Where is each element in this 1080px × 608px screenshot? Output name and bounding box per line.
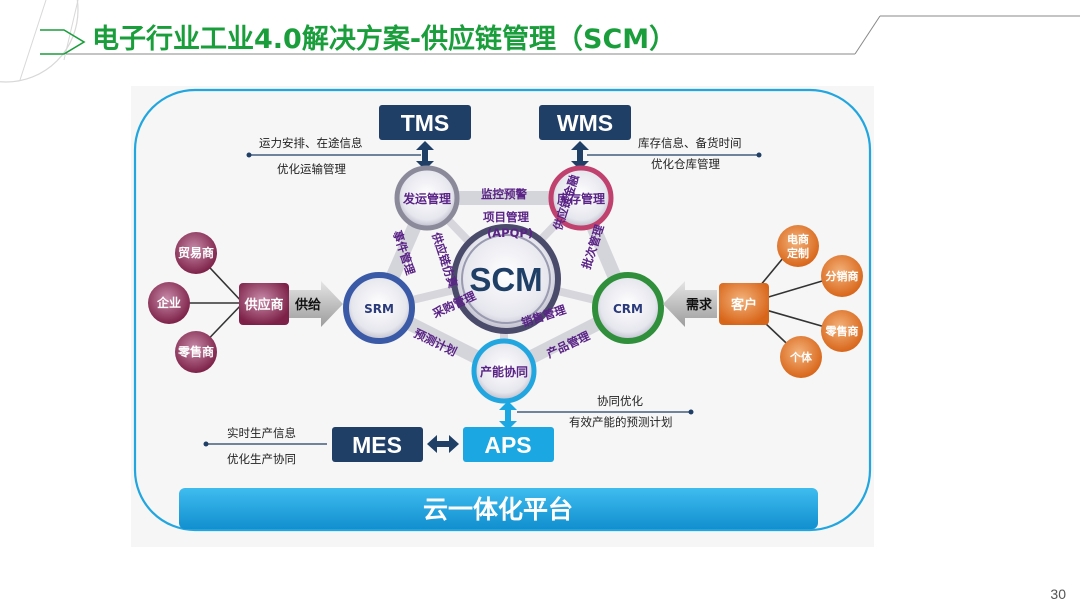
demand-arrow <box>663 281 717 327</box>
label-apqp: (APQP) <box>487 226 533 240</box>
supplier-source-1-label: 贸易商 <box>178 245 214 260</box>
node-channeng: 产能协同 <box>471 338 537 404</box>
label-jiankong: 监控预警 <box>481 187 527 201</box>
wms-note-2: 优化仓库管理 <box>651 157 720 171</box>
supplier-source-3-label: 零售商 <box>177 344 214 359</box>
platform-bar <box>179 488 818 529</box>
customer-label: 客户 <box>731 297 757 313</box>
outer-frame <box>133 88 872 532</box>
mes-note-dot <box>203 441 209 447</box>
mes-note-2: 优化生产协同 <box>227 452 296 466</box>
tms-label: TMS <box>401 110 450 136</box>
node-srm-label: SRM <box>364 302 394 316</box>
customer-box <box>719 283 769 325</box>
node-srm: SRM <box>343 272 415 344</box>
aps-box <box>463 427 554 462</box>
wms-note-dot <box>756 152 762 158</box>
node-channeng-label: 产能协同 <box>480 364 528 379</box>
supplier-source-3: 零售商 <box>175 331 217 373</box>
customer-target-3: 零售商 <box>821 310 863 352</box>
mes-aps-arrow <box>427 435 459 453</box>
node-crm-label: CRM <box>613 302 643 316</box>
aps-note-1: 协同优化 <box>597 394 643 408</box>
demand-label: 需求 <box>686 297 713 313</box>
tms-note-dot <box>246 152 252 158</box>
tms-box <box>379 105 471 140</box>
mes-box <box>332 427 423 462</box>
platform-label: 云一体化平台 <box>423 495 573 524</box>
node-fayun-label: 发运管理 <box>402 191 451 206</box>
wms-note-1: 库存信息、备货时间 <box>638 136 742 150</box>
supplier-label: 供应商 <box>243 297 283 313</box>
label-xiangmu: 项目管理 <box>483 210 529 224</box>
node-fayun: 发运管理 <box>394 165 460 231</box>
tms-arrow <box>416 141 434 170</box>
aps-note-dot <box>688 409 694 415</box>
supplier-source-2-label: 企业 <box>156 295 181 310</box>
node-kucun: 库存管理 <box>548 165 614 231</box>
aps-label: APS <box>484 432 531 458</box>
tms-note-1: 运力安排、在途信息 <box>259 136 363 150</box>
supplier-source-2: 企业 <box>148 282 190 324</box>
wms-label: WMS <box>557 110 613 136</box>
customer-target-1-label-a: 电商 <box>787 232 809 246</box>
supplier-box <box>239 283 289 325</box>
scm-diagram: TMS WMS 运力安排、在途信息 优化运输管理 库存信息、备货时间 优化仓库管… <box>133 88 872 532</box>
customer-target-2: 分销商 <box>821 255 863 297</box>
scm-diagram-panel: TMS WMS 运力安排、在途信息 优化运输管理 库存信息、备货时间 优化仓库管… <box>131 86 874 547</box>
page-number: 30 <box>1050 586 1066 602</box>
scm-label: SCM <box>469 261 542 298</box>
customer-target-2-label: 分销商 <box>826 269 859 283</box>
customer-target-4-label: 个体 <box>789 350 813 364</box>
node-kucun-label: 库存管理 <box>557 191 605 206</box>
aps-note-2: 有效产能的预测计划 <box>569 415 673 429</box>
customer-target-4: 个体 <box>780 336 822 378</box>
scm-center: SCM <box>451 224 561 334</box>
customer-target-3-label: 零售商 <box>825 324 859 338</box>
mes-note-1: 实时生产信息 <box>227 426 296 440</box>
tms-note-2: 优化运输管理 <box>277 162 346 176</box>
aps-arrow <box>499 401 517 430</box>
node-crm: CRM <box>592 272 664 344</box>
wms-arrow <box>571 141 589 170</box>
mes-label: MES <box>352 432 402 458</box>
slide-title: 电子行业工业4.0解决方案-供应链管理（SCM） <box>92 24 677 55</box>
wms-box <box>539 105 631 140</box>
supply-arrow <box>289 281 343 327</box>
customer-target-1: 电商 定制 <box>777 225 819 267</box>
supplier-source-1: 贸易商 <box>175 232 217 274</box>
customer-target-1-label-b: 定制 <box>787 246 809 260</box>
supply-label: 供给 <box>294 297 321 313</box>
